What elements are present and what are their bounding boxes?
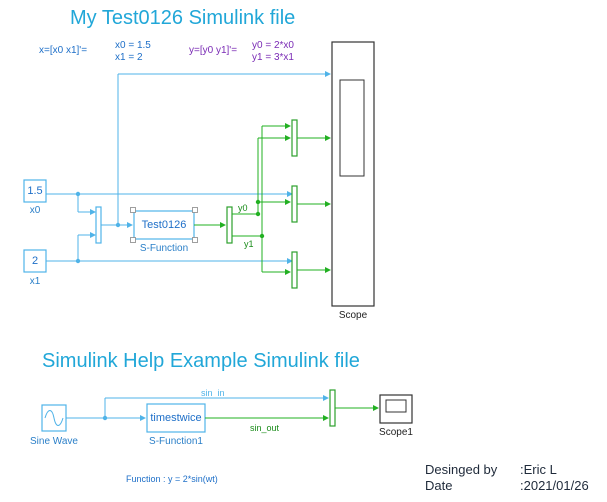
- junction-dot: [255, 199, 261, 205]
- signal-sin-out-label: sin_out: [250, 423, 280, 433]
- x-definition-line1: x0 = 1.5: [115, 40, 151, 51]
- selection-handle[interactable]: [192, 237, 198, 243]
- junction-dot: [75, 191, 81, 197]
- x-definition-line2: x1 = 2: [115, 52, 143, 63]
- mux-a-block[interactable]: [291, 119, 298, 157]
- demux-output-block[interactable]: [226, 206, 233, 244]
- date-label: Date: [425, 478, 453, 493]
- constant-x1-value: 2: [31, 255, 39, 267]
- scope1-label: Scope1: [379, 427, 413, 438]
- date-value: :2021/01/26: [520, 478, 589, 493]
- sfunction-test0126-text: Test0126: [141, 219, 187, 231]
- selection-handle[interactable]: [192, 207, 198, 213]
- constant-x0-value: 1.5: [27, 185, 43, 197]
- junction-dot: [75, 258, 81, 264]
- constant-x0-label: x0: [29, 205, 41, 216]
- sfunction-timestwice-text: timestwice: [150, 412, 202, 424]
- signal-sin-in-label: sin_in: [201, 388, 225, 398]
- sine-wave-label: Sine Wave: [30, 436, 78, 447]
- sfunction-timestwice-label: S-Function1: [149, 436, 203, 447]
- mux-b-block[interactable]: [291, 185, 298, 223]
- sfunction-test0126-label: S-Function: [139, 243, 189, 254]
- scope-screen: [339, 79, 365, 177]
- function-note: Function : y = 2*sin(wt): [126, 474, 218, 484]
- selection-handle[interactable]: [130, 237, 136, 243]
- x-definition-prefix: x=[x0 x1]'=: [39, 45, 88, 56]
- mux-input-block[interactable]: [95, 206, 102, 244]
- y-definition-prefix: y=[y0 y1]'=: [189, 45, 238, 56]
- selection-handle[interactable]: [130, 207, 136, 213]
- designed-by-value: :Eric L: [520, 462, 557, 477]
- signal-y0-label: y0: [238, 203, 248, 213]
- y-definition-line2: y1 = 3*x1: [252, 52, 294, 63]
- sine-wave-icon: [44, 410, 64, 426]
- mux-model2-block[interactable]: [329, 389, 336, 427]
- junction-dot: [259, 233, 265, 239]
- mux-c-block[interactable]: [291, 251, 298, 289]
- junction-dot: [255, 211, 261, 217]
- diagram-title-test0126: My Test0126 Simulink file: [70, 7, 296, 29]
- scope-label: Scope: [338, 310, 368, 321]
- constant-x0-block[interactable]: [23, 179, 47, 203]
- scope1-screen: [385, 399, 407, 413]
- y-definition-line1: y0 = 2*x0: [252, 40, 294, 51]
- diagram-title-help-example: Simulink Help Example Simulink file: [42, 350, 360, 372]
- sfunction-timestwice-block[interactable]: [146, 403, 206, 433]
- constant-x1-label: x1: [29, 276, 41, 287]
- designed-by-label: Desinged by: [425, 462, 498, 477]
- signal-y1-label: y1: [244, 239, 254, 249]
